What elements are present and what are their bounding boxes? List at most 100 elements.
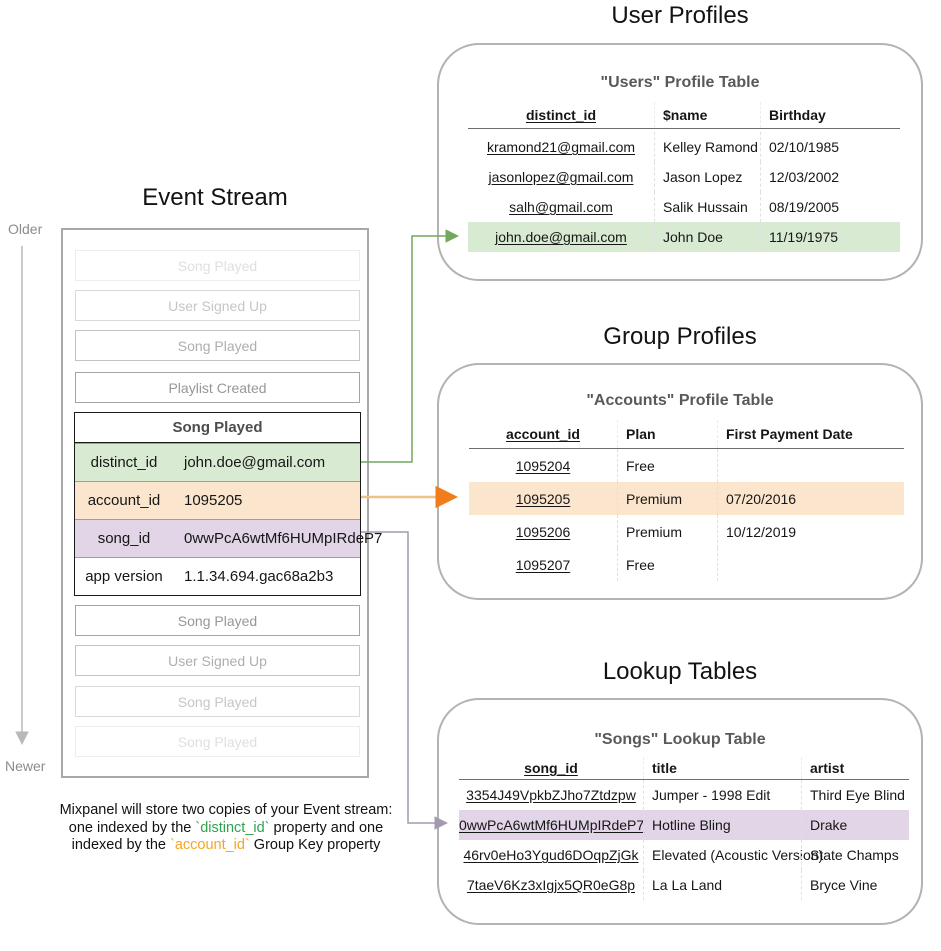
table-cell: Drake <box>801 810 909 840</box>
column-header: song_id <box>524 760 578 776</box>
table-cell <box>717 449 904 482</box>
table-row: kramond21@gmail.com Kelley Ramond 02/10/… <box>468 132 900 162</box>
property-key: song_id <box>97 530 151 547</box>
property-value: 0wwPcA6wtMf6HUMpIRdeP7 <box>184 530 383 547</box>
table-cell: Premium <box>617 482 717 515</box>
songs-table-title: "Songs" Lookup Table <box>594 731 766 748</box>
column-header: distinct_id <box>525 107 596 123</box>
table-cell: 1095205 <box>515 490 571 507</box>
table-row: salh@gmail.com Salik Hussain 08/19/2005 <box>468 192 900 222</box>
users-table: distinct_id $name Birthday kramond21@gma… <box>468 102 900 252</box>
highlighted-table-row: john.doe@gmail.com John Doe 11/19/1975 <box>468 222 900 252</box>
table-row: 3354J49VpkbZJho7Ztdzpw Jumper - 1998 Edi… <box>459 780 909 810</box>
expanded-event-card: Song Played distinct_id john.doe@gmail.c… <box>74 412 382 596</box>
table-cell: 1095206 <box>515 523 571 540</box>
table-cell: 1095204 <box>515 457 571 474</box>
table-row: 1095204 Free <box>469 449 904 482</box>
event-stream-title: Event Stream <box>142 184 288 211</box>
event-row: User Signed Up <box>75 290 360 321</box>
distinct-id-code: `distinct_id` <box>195 819 270 836</box>
table-cell: Jason Lopez <box>654 162 760 192</box>
accounts-profile-card: "Accounts" Profile Table account_id Plan… <box>437 363 935 612</box>
event-row: Song Played <box>75 686 360 717</box>
table-cell: John Doe <box>654 222 760 252</box>
property-value: john.doe@gmail.com <box>184 454 326 471</box>
event-row: Song Played <box>75 330 360 361</box>
table-cell: Premium <box>617 515 717 548</box>
table-cell: kramond21@gmail.com <box>486 139 636 155</box>
property-key: distinct_id <box>90 454 158 471</box>
table-cell: 46rv0eHo3Ygud6DOqpZjGk <box>463 847 639 863</box>
table-cell: Hotline Bling <box>643 810 801 840</box>
table-cell: Elevated (Acoustic Version) <box>643 840 823 870</box>
table-cell: 12/03/2002 <box>760 162 900 192</box>
footnote-caption: Mixpanel will store two copies of your E… <box>30 802 422 855</box>
table-cell: salh@gmail.com <box>509 199 613 215</box>
table-cell: Kelley Ramond <box>654 132 760 162</box>
table-row: 1095207 Free <box>469 548 904 581</box>
table-header-row: distinct_id $name Birthday <box>468 102 900 129</box>
newer-label: Newer <box>5 758 46 774</box>
table-cell: jasonlopez@gmail.com <box>488 169 634 185</box>
property-row-app-version: app version 1.1.34.694.gac68a2b3 <box>75 557 360 595</box>
event-row: User Signed Up <box>75 645 360 676</box>
table-row: 1095206 Premium 10/12/2019 <box>469 515 904 548</box>
songs-table: song_id title artist 3354J49VpkbZJho7Ztd… <box>459 757 909 900</box>
users-table-title: "Users" Profile Table <box>600 74 760 91</box>
group-profiles-title: Group Profiles <box>603 323 757 350</box>
column-header: Birthday <box>760 102 900 128</box>
column-header: $name <box>654 102 760 128</box>
caption-line2: one indexed by the `distinct_id` propert… <box>68 819 384 836</box>
event-row: Song Played <box>75 726 360 757</box>
highlighted-table-row: 1095205 Premium 07/20/2016 <box>469 482 904 515</box>
account-id-code: `account_id` <box>169 837 250 853</box>
event-row: Song Played <box>75 250 360 281</box>
property-value: 1095205 <box>184 492 243 509</box>
users-profile-card: "Users" Profile Table distinct_id $name … <box>437 43 923 281</box>
lookup-tables-title: Lookup Tables <box>602 658 758 685</box>
table-row: 46rv0eHo3Ygud6DOqpZjGk Elevated (Acousti… <box>459 840 909 870</box>
expanded-event-title: Song Played <box>75 413 360 443</box>
property-row-account-id: account_id 1095205 <box>75 481 360 519</box>
table-cell: Free <box>617 548 717 581</box>
table-cell: 0wwPcA6wtMf6HUMpIRdeP7 <box>459 817 645 833</box>
songs-lookup-card: "Songs" Lookup Table song_id title artis… <box>437 698 935 937</box>
table-cell: Free <box>617 449 717 482</box>
property-key: account_id <box>87 492 161 509</box>
highlighted-table-row: 0wwPcA6wtMf6HUMpIRdeP7 Hotline Bling Dra… <box>459 810 909 840</box>
event-row: Playlist Created <box>75 372 360 403</box>
column-header: artist <box>801 757 909 779</box>
table-cell: 08/19/2005 <box>760 192 900 222</box>
caption-line1: Mixpanel will store two copies of your E… <box>59 802 393 818</box>
table-cell: Salik Hussain <box>654 192 760 222</box>
property-row-distinct-id: distinct_id john.doe@gmail.com <box>75 443 360 481</box>
table-row: jasonlopez@gmail.com Jason Lopez 12/03/2… <box>468 162 900 192</box>
table-cell: 02/10/1985 <box>760 132 900 162</box>
property-value: 1.1.34.694.gac68a2b3 <box>184 568 334 585</box>
table-header-row: account_id Plan First Payment Date <box>469 420 904 449</box>
column-header: account_id <box>506 426 580 442</box>
table-cell: State Champs <box>801 840 909 870</box>
table-cell: Bryce Vine <box>801 870 909 900</box>
property-row-song-id: song_id 0wwPcA6wtMf6HUMpIRdeP7 <box>75 519 382 557</box>
table-cell: 10/12/2019 <box>717 515 904 548</box>
older-label: Older <box>8 221 43 237</box>
property-key: app version <box>85 568 163 585</box>
song-id-arrow <box>361 531 448 830</box>
caption-line3: indexed by the `account_id` Group Key pr… <box>71 837 381 853</box>
table-cell: 7taeV6Kz3xIgjx5QR0eG8p <box>466 877 636 893</box>
column-header: title <box>643 757 801 779</box>
table-header-row: song_id title artist <box>459 757 909 780</box>
table-cell: 11/19/1975 <box>760 222 900 252</box>
event-row: Song Played <box>75 605 360 636</box>
table-cell: 1095207 <box>515 556 571 573</box>
table-cell: Jumper - 1998 Edit <box>643 780 801 810</box>
column-header: First Payment Date <box>717 420 904 448</box>
table-row: 7taeV6Kz3xIgjx5QR0eG8p La La Land Bryce … <box>459 870 909 900</box>
column-header: Plan <box>617 420 717 448</box>
table-cell: 07/20/2016 <box>717 482 904 515</box>
event-stream-box: Song Played User Signed Up Song Played P… <box>61 228 382 788</box>
accounts-table: account_id Plan First Payment Date 10952… <box>469 420 904 581</box>
table-cell: 3354J49VpkbZJho7Ztdzpw <box>466 787 636 803</box>
